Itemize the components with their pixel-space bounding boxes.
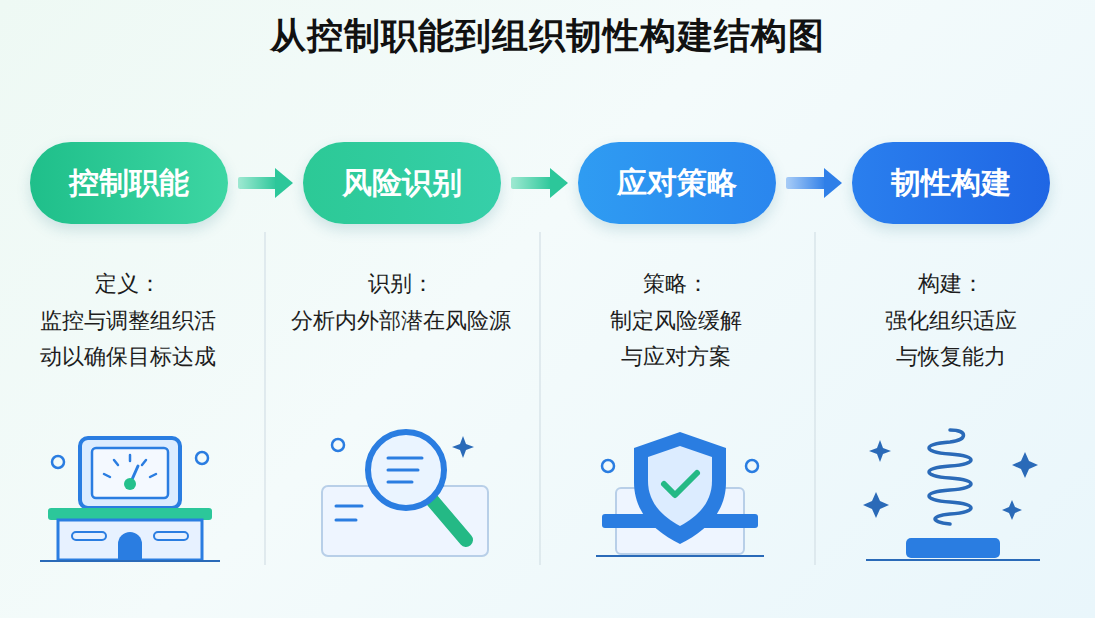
deco-dot	[332, 439, 344, 451]
description-heading: 构建：	[891, 266, 1011, 302]
spring-base	[906, 538, 1000, 558]
flow-arrow	[786, 168, 842, 198]
gauge-hub	[124, 478, 136, 490]
magnifier-handle	[432, 500, 466, 540]
deco-dot	[602, 460, 614, 472]
arrow-shaft	[511, 177, 552, 189]
check-mark	[664, 473, 697, 495]
sparkle	[452, 436, 474, 458]
description-heading: 识别：	[341, 266, 461, 302]
sparkle	[1002, 500, 1022, 520]
arrow-head	[824, 168, 842, 198]
node-heading: 控制职能	[69, 163, 189, 204]
shield-inner	[648, 446, 712, 526]
spring-icon	[863, 430, 1040, 560]
diagram-title: 从控制职能到组织韧性构建结构图	[0, 12, 1095, 61]
sparkle	[869, 440, 891, 462]
description-heading: 策略：	[616, 266, 736, 302]
node-heading: 风险识别	[342, 163, 462, 204]
lens-lines	[388, 458, 422, 482]
window	[154, 532, 188, 540]
node-heading: 韧性构建	[891, 163, 1011, 204]
monitor-screen	[92, 448, 168, 498]
description-text: 分析内外部潜在风险源	[276, 303, 526, 339]
window	[72, 532, 106, 540]
process-pill: 控制职能	[30, 142, 228, 224]
arrow-shaft	[238, 177, 277, 189]
node-heading: 应对策略	[617, 163, 737, 204]
arrow-shaft	[786, 177, 826, 189]
deco-dot	[196, 452, 208, 464]
monitor	[80, 438, 180, 508]
shield	[634, 432, 726, 544]
ground-line	[596, 555, 764, 557]
door	[118, 532, 142, 560]
arrow-head	[275, 168, 293, 198]
process-pill: 风险识别	[303, 142, 501, 224]
spring-coil	[929, 430, 971, 524]
deco-dot	[52, 456, 64, 468]
sparkle	[863, 492, 889, 518]
column-divider	[539, 232, 540, 565]
shield-icon	[596, 432, 764, 556]
description-text: 强化组织适应 与恢复能力	[879, 303, 1023, 375]
ground-line	[40, 560, 220, 562]
description-text: 监控与调整组织活 动以确保目标达成	[34, 303, 222, 375]
deco-dot	[746, 460, 758, 472]
description-heading: 定义：	[68, 266, 188, 302]
process-pill: 韧性构建	[852, 142, 1050, 224]
description-text: 制定风险缓解 与应对方案	[604, 303, 748, 375]
building	[58, 520, 202, 560]
arrow-head	[550, 168, 568, 198]
doc-lines	[336, 506, 362, 520]
ground-line	[866, 559, 1040, 561]
base-slab	[48, 508, 212, 520]
column-divider	[814, 232, 815, 565]
flow-arrow	[238, 168, 293, 198]
magnifier-lens	[368, 432, 444, 508]
gauge-ticks	[104, 455, 156, 477]
sparkle	[1012, 452, 1038, 478]
flow-arrow	[511, 168, 568, 198]
magnifier-icon	[322, 432, 488, 556]
process-pill: 应对策略	[578, 142, 776, 224]
gauge-icon	[40, 438, 220, 561]
column-divider	[264, 232, 265, 565]
